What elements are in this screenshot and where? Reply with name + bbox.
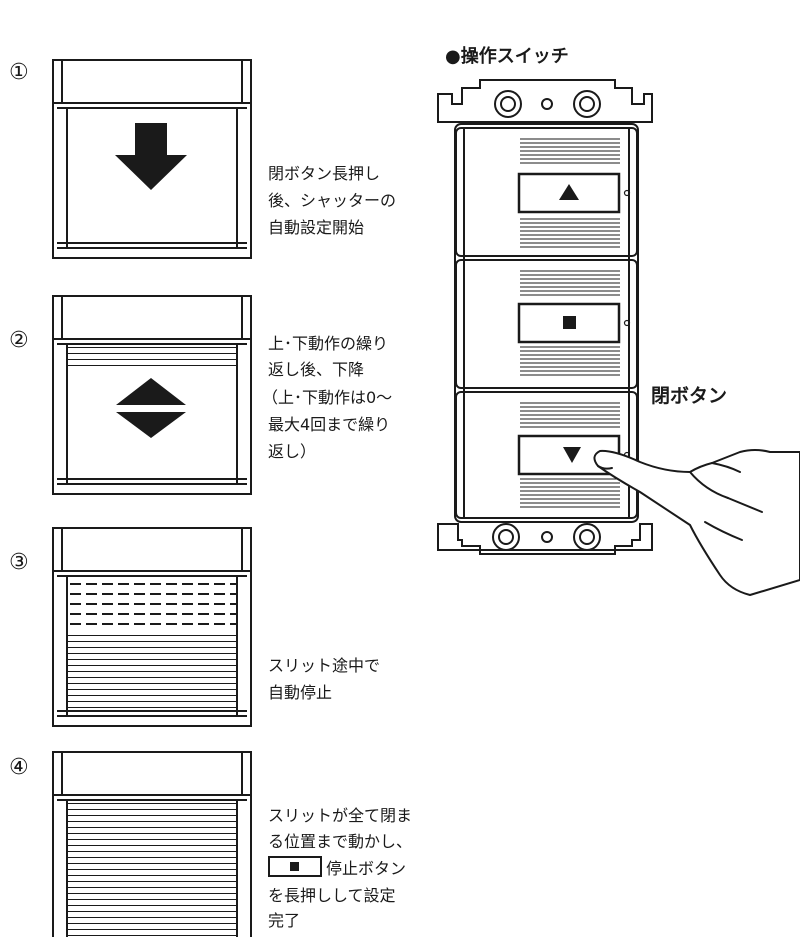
step-3-line-1: スリット途中で [268,656,381,675]
step-1-line-3: 自動設定開始 [268,218,365,237]
hand-illustration [593,449,800,596]
stop-square-icon [563,316,576,329]
shutter-step-2 [52,295,252,495]
step-number-2: ② [9,328,29,353]
switch-title: ●操作スイッチ [445,46,569,67]
step-4-line-5: 完了 [268,911,301,930]
step-4-line-3: 停止ボタン [268,856,406,881]
step-number-1: ① [9,60,29,85]
step-2-line-3: （上･下動作は0〜 [262,388,393,407]
step-2-line-5: 返し） [268,442,317,461]
down-triangle-icon [563,447,581,463]
step-4-stop-label: 停止ボタン [326,859,407,878]
step-2-line-4: 最大4回まで繰り [268,415,391,434]
step-4-line-4: を長押しして設定 [268,886,396,905]
stop-button-icon [268,856,322,877]
step-number-4: ④ [9,755,29,780]
step-number-3: ③ [9,550,29,575]
up-button[interactable] [517,172,631,214]
up-triangle-icon [559,184,579,200]
step-4-line-2: る位置まで動かし、 [268,832,413,851]
step-1-line-2: 後、シャッターの [268,191,397,210]
slit-dashes [70,583,236,625]
step-4-line-1: スリットが全て閉ま [268,806,413,825]
step-3-line-2: 自動停止 [268,683,333,702]
step-2-line-1: 上･下動作の繰り [268,334,389,353]
step-2-line-2: 返し後、下降 [268,360,365,379]
close-button-label: 閉ボタン [651,385,728,407]
step-1-line-1: 閉ボタン長押し [268,164,381,183]
down-arrow-icon [115,123,187,190]
shutter-step-1 [52,59,252,259]
stop-button[interactable] [517,302,631,344]
